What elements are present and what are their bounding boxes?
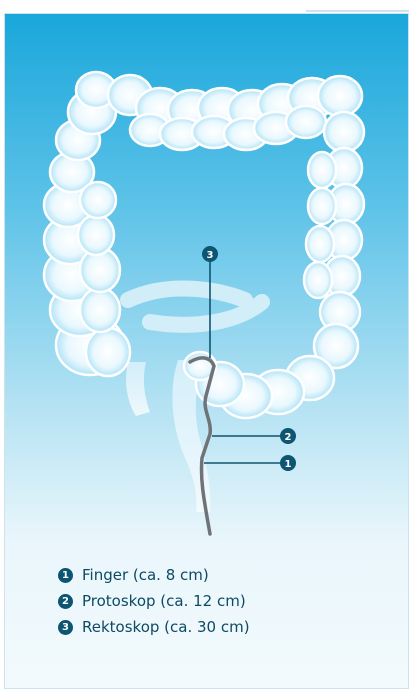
haustrum <box>304 262 332 298</box>
legend-item-finger: 1 Finger (ca. 8 cm) <box>58 562 250 588</box>
haustrum <box>80 182 116 218</box>
legend-label: Protoskop (ca. 12 cm) <box>82 592 246 610</box>
haustrum <box>80 288 120 332</box>
svg-text:3: 3 <box>207 250 214 261</box>
haustrum <box>78 215 114 255</box>
legend-item-protoskop: 2 Protoskop (ca. 12 cm) <box>58 588 250 614</box>
legend-badge: 2 <box>58 594 73 609</box>
haustrum <box>308 188 336 224</box>
legend-badge: 1 <box>58 568 73 583</box>
svg-text:1: 1 <box>285 459 292 470</box>
callout-3: 3 <box>202 246 218 262</box>
haustrum <box>306 226 334 262</box>
callout-2: 2 <box>280 428 296 444</box>
legend-badge: 3 <box>58 620 73 635</box>
haustrum <box>86 328 130 376</box>
legend: 1 Finger (ca. 8 cm) 2 Protoskop (ca. 12 … <box>58 562 250 640</box>
svg-text:2: 2 <box>285 432 292 443</box>
haustrum <box>286 106 326 138</box>
haustrum <box>324 112 364 152</box>
legend-item-rektoskop: 3 Rektoskop (ca. 30 cm) <box>58 614 250 640</box>
colon <box>44 72 364 418</box>
legend-label: Finger (ca. 8 cm) <box>82 566 209 584</box>
legend-label: Rektoskop (ca. 30 cm) <box>82 618 250 636</box>
haustrum <box>318 76 362 116</box>
haustrum <box>308 152 336 188</box>
callout-1: 1 <box>280 455 296 471</box>
small-intestine-loops <box>128 288 262 324</box>
